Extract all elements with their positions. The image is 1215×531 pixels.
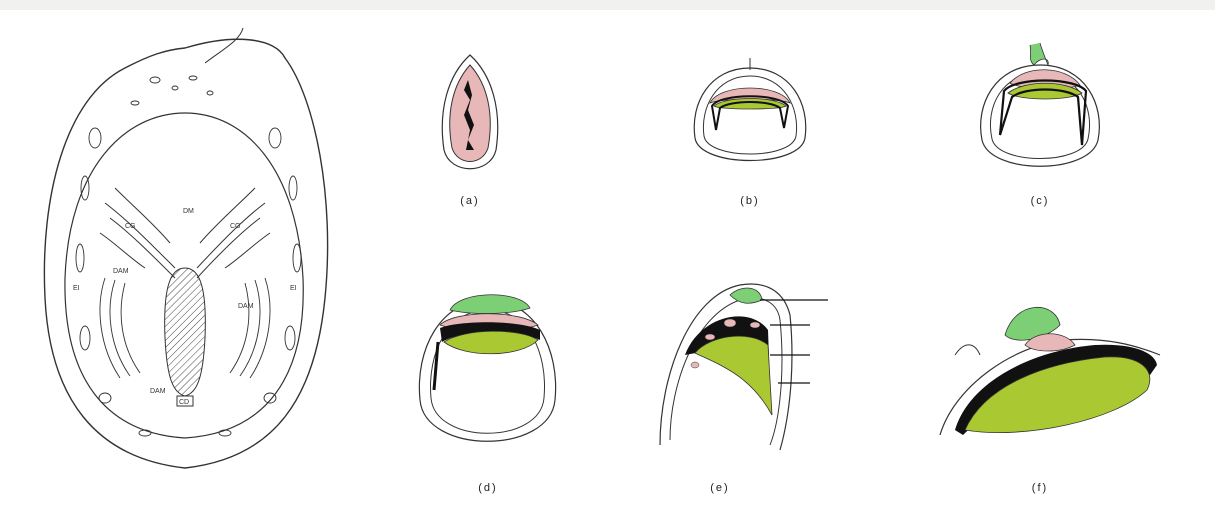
panel-a: (a) — [430, 50, 510, 185]
panel-c-label: (c) — [1010, 195, 1070, 207]
panel-a-drawing — [430, 50, 510, 185]
central-hatched-body — [165, 268, 206, 396]
tag-cd: CD — [179, 399, 189, 406]
panel-b-drawing — [680, 48, 820, 183]
panel-d-drawing — [410, 280, 565, 465]
panel-b-label: (b) — [720, 195, 780, 207]
main-cross-section-diagram: DM CG CG DAM DAM DAM EI EI CD — [35, 18, 335, 498]
panel-e-drawing — [650, 275, 840, 465]
tag-cg-left: CG — [125, 223, 136, 230]
tag-dam-right: DAM — [238, 303, 254, 310]
panel-d-label: (d) — [458, 482, 518, 494]
panel-c-drawing — [970, 35, 1110, 190]
panel-c: (c) — [970, 35, 1110, 190]
scan-top-band — [0, 0, 1215, 10]
panel-f: (f) — [935, 295, 1170, 445]
panel-b: (b) — [680, 48, 820, 183]
panel-f-label: (f) — [1010, 482, 1070, 494]
tag-dam-bottom: DAM — [150, 388, 166, 395]
panel-d: (d) — [410, 280, 565, 465]
branching-channels — [100, 188, 270, 278]
panel-a-label: (a) — [440, 195, 500, 207]
tag-ei-left: EI — [73, 285, 80, 292]
top-curl — [205, 28, 243, 63]
panel-f-drawing — [935, 295, 1170, 445]
panel-e: (e) — [650, 275, 840, 465]
tag-dm: DM — [183, 208, 194, 215]
tag-ei-right: EI — [290, 285, 297, 292]
tag-dam-left: DAM — [113, 268, 129, 275]
tag-cg-right: CG — [230, 223, 241, 230]
panel-e-label: (e) — [690, 482, 750, 494]
